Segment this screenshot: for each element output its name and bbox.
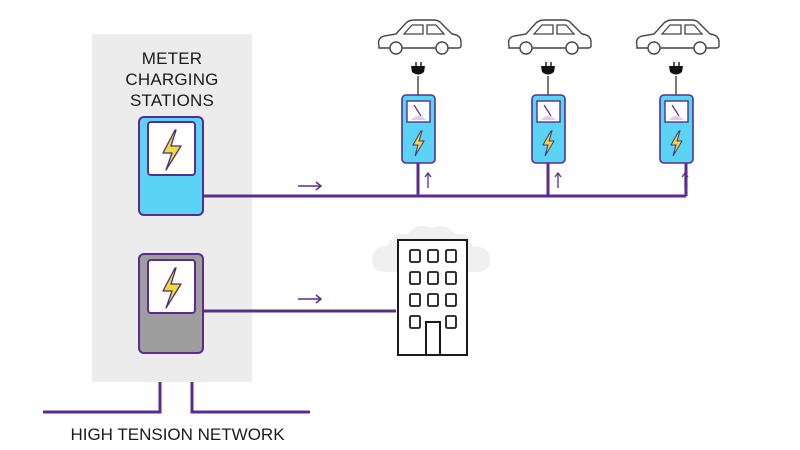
charging-stations [377,19,720,164]
flow-arrow [298,181,323,191]
charging-meter-icon [138,116,204,216]
car-icon [377,19,462,55]
car-icon [507,19,592,55]
building-window [445,271,457,285]
building-window [445,315,457,329]
high-tension-network [43,382,310,414]
building-window [445,293,457,307]
up-arrow [424,171,689,188]
meter-panel-title: METER CHARGING STATIONS [92,48,252,111]
network-label: HIGH TENSION NETWORK [70,425,285,444]
building-meter-icon [138,253,204,354]
plug-icon [411,62,425,95]
office-building-icon [397,239,468,356]
building-window [445,249,457,263]
car-icon [635,19,720,55]
title-line: METER [141,49,203,68]
title-line: STATIONS [129,91,215,110]
building-window [427,293,439,307]
title-line: CHARGING [125,70,219,89]
charging-station-icon [401,94,436,164]
building-window [409,249,421,263]
building-window [427,271,439,285]
building-window [427,249,439,263]
charging-station-icon [531,94,566,164]
building-window [409,271,421,285]
building-supply-line [203,294,396,313]
charging-supply-line [203,163,688,198]
building-window [409,293,421,307]
plug-icon [669,62,683,95]
charging-station-icon [659,94,694,164]
building-window [409,315,421,329]
plug-icon [541,62,555,95]
